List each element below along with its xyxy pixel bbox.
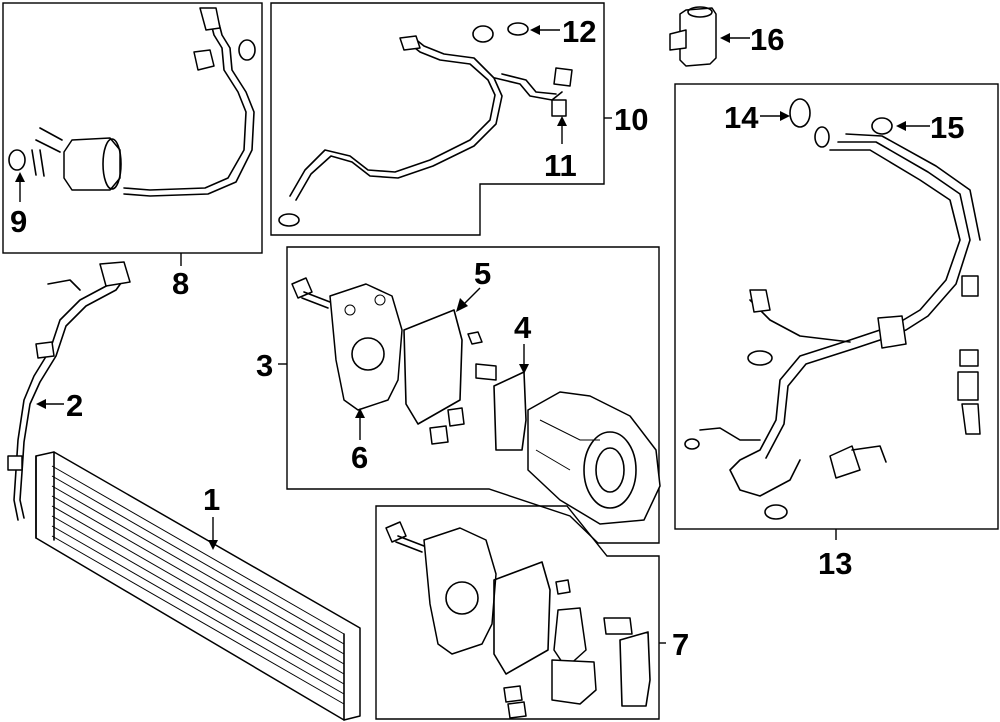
- group-7-box: [375, 505, 666, 720]
- callout-12: 12: [562, 14, 596, 49]
- callout-1: 1: [203, 482, 220, 517]
- callout-4: 4: [514, 310, 532, 345]
- callout-14: 14: [724, 100, 759, 135]
- group-3-box: [278, 246, 661, 544]
- callout-16: 16: [750, 22, 784, 57]
- callout-13: 13: [818, 546, 852, 581]
- callout-5: 5: [474, 256, 491, 291]
- part-2: [7, 261, 131, 521]
- callout-8: 8: [172, 266, 189, 301]
- callout-10: 10: [614, 102, 648, 137]
- leaders: [15, 25, 930, 550]
- part-1-condenser: [35, 451, 361, 721]
- callout-6: 6: [351, 440, 368, 475]
- callout-7: 7: [672, 627, 689, 662]
- callout-labels: 1 2 3 4 5 6 7 8 9 10 11 12 13 14 15 16: [10, 14, 964, 662]
- callout-2: 2: [66, 388, 83, 423]
- group-10-box: [270, 2, 612, 236]
- group-13-box: [674, 83, 999, 540]
- callout-3: 3: [256, 348, 273, 383]
- callout-11: 11: [544, 148, 577, 183]
- group-8-box: [2, 2, 263, 266]
- part-16: [669, 6, 717, 67]
- callout-9: 9: [10, 204, 27, 239]
- callout-15: 15: [930, 110, 964, 145]
